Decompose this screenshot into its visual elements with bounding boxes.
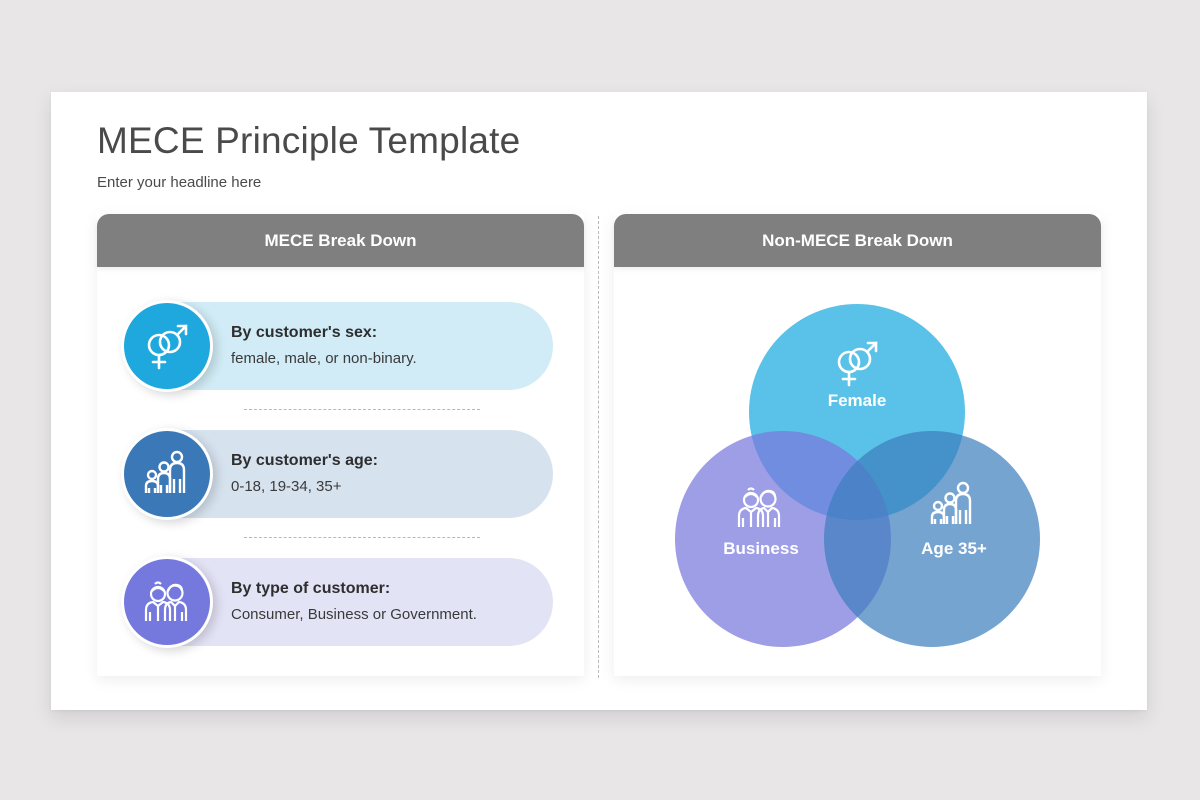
item-icon-circle [121, 556, 213, 648]
non-mece-panel-header: Non-MECE Break Down [614, 214, 1101, 267]
mece-panel-header: MECE Break Down [97, 214, 584, 267]
venn-diagram: Female Business [614, 267, 1101, 676]
panel-divider [598, 216, 599, 678]
item-icon-circle [121, 428, 213, 520]
mece-item-type: By type of customer: Consumer, Business … [121, 556, 553, 648]
business-people-icon [737, 487, 781, 527]
business-people-icon [144, 581, 188, 621]
item-description: Consumer, Business or Government. [231, 606, 477, 623]
page-subtitle: Enter your headline here [97, 174, 262, 191]
gender-symbols-icon [147, 324, 188, 370]
item-divider [244, 409, 480, 410]
item-description: female, male, or non-binary. [231, 350, 417, 367]
item-title: By customer's age: [231, 452, 378, 469]
mece-item-age: By customer's age: 0-18, 19-34, 35+ [121, 428, 553, 520]
family-age-icon [144, 450, 186, 493]
venn-label-age: Age 35+ [921, 539, 987, 558]
item-pill [167, 558, 553, 646]
slide: MECE Principle Template Enter your headl… [51, 92, 1147, 710]
item-pill [167, 302, 553, 390]
mece-item-sex: By customer's sex: female, male, or non-… [121, 300, 553, 392]
venn-label-business: Business [723, 539, 799, 558]
item-icon-circle [121, 300, 213, 392]
mece-panel: MECE Break Down By customer's sex: femal… [97, 214, 584, 676]
family-age-icon [930, 481, 972, 524]
item-description: 0-18, 19-34, 35+ [231, 478, 342, 495]
item-divider [244, 537, 480, 538]
venn-label-female: Female [827, 391, 887, 410]
non-mece-panel: Non-MECE Break Down Female [614, 214, 1101, 676]
item-title: By customer's sex: [231, 324, 378, 341]
item-pill [167, 430, 553, 518]
gender-symbols-icon [837, 341, 878, 387]
venn-circle-age [824, 431, 1040, 647]
page-title: MECE Principle Template [97, 120, 521, 161]
item-title: By type of customer: [231, 580, 391, 597]
